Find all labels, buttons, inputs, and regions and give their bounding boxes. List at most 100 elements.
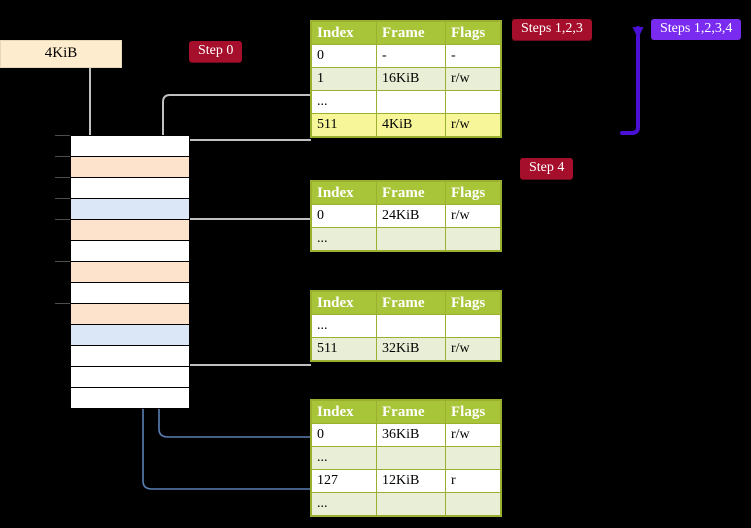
cell-frame	[376, 314, 446, 338]
wire-steps-bracket	[620, 26, 644, 135]
cell-index: 0	[311, 44, 377, 68]
cell-frame: 16KiB	[376, 67, 446, 91]
cell-flags: r/w	[445, 113, 501, 137]
wire-pml4-row1-to-memory	[162, 94, 311, 226]
cell-flags: r/w	[445, 423, 501, 447]
cell-flags: r	[445, 469, 501, 493]
column-header-index: Index	[311, 181, 377, 205]
cell-index: ...	[311, 90, 377, 114]
memory-tick	[55, 303, 70, 304]
column-header-frame: Frame	[376, 21, 446, 45]
cell-frame: 4KiB	[376, 113, 446, 137]
wire-memory-to-pml4-row511	[181, 139, 311, 156]
memory-frame-row	[70, 282, 190, 304]
badge-steps-1234: Steps 1,2,3,4	[651, 19, 742, 40]
memory-frame-row	[70, 387, 190, 409]
badge-step-4: Step 4	[520, 158, 574, 179]
cell-frame: 24KiB	[376, 204, 446, 228]
cell-index: ...	[311, 227, 377, 251]
table-row[interactable]: ...	[311, 492, 501, 516]
column-header-flags: Flags	[445, 181, 501, 205]
table-row[interactable]: 0--	[311, 44, 501, 68]
column-header-frame: Frame	[376, 291, 446, 315]
table-row[interactable]: ...	[311, 446, 501, 470]
wire-pdpt-row0-to-memory	[181, 218, 311, 264]
column-header-flags: Flags	[445, 21, 501, 45]
wire-pt-row0-to-memory	[158, 325, 311, 438]
legend-size-label: 4KiB	[44, 45, 78, 61]
memory-frame-row	[70, 324, 190, 346]
cell-index: 511	[311, 113, 377, 137]
memory-frame-row	[70, 366, 190, 388]
cell-frame	[376, 227, 446, 251]
column-header-index: Index	[311, 21, 377, 45]
cell-frame	[376, 446, 446, 470]
table-row[interactable]: ...	[311, 314, 501, 338]
cell-flags	[445, 446, 501, 470]
memory-column	[55, 135, 190, 415]
memory-tick	[55, 177, 70, 178]
cell-flags	[445, 90, 501, 114]
column-header-index: Index	[311, 400, 377, 424]
badge-step-0: Step 0	[189, 41, 243, 62]
cell-index: 0	[311, 423, 377, 447]
memory-frame-row	[70, 261, 190, 283]
column-header-frame: Frame	[376, 181, 446, 205]
table-row[interactable]: ...	[311, 227, 501, 251]
cell-flags	[445, 492, 501, 516]
column-header-flags: Flags	[445, 400, 501, 424]
cell-frame: -	[376, 44, 446, 68]
cell-index: ...	[311, 314, 377, 338]
memory-frame-row	[70, 219, 190, 241]
memory-frame-row	[70, 177, 190, 199]
column-header-flags: Flags	[445, 291, 501, 315]
cell-frame	[376, 492, 446, 516]
cell-index: 511	[311, 337, 377, 361]
table-row[interactable]: ...	[311, 90, 501, 114]
memory-frame-row	[70, 345, 190, 367]
cell-flags: r/w	[445, 204, 501, 228]
memory-tick	[55, 156, 70, 157]
cell-flags: r/w	[445, 67, 501, 91]
cell-frame: 32KiB	[376, 337, 446, 361]
memory-frame-row	[70, 156, 190, 178]
cell-index: ...	[311, 492, 377, 516]
memory-tick	[55, 219, 70, 220]
cell-index: 0	[311, 204, 377, 228]
wire-pd-row511-to-memory	[179, 288, 311, 366]
memory-frame-row	[70, 198, 190, 220]
cell-index: 127	[311, 469, 377, 493]
column-header-index: Index	[311, 291, 377, 315]
memory-tick	[55, 135, 70, 136]
column-header-frame: Frame	[376, 400, 446, 424]
cell-frame: 36KiB	[376, 423, 446, 447]
memory-tick	[55, 261, 70, 262]
cell-index: ...	[311, 446, 377, 470]
legend-size-box: 4KiB	[0, 40, 122, 68]
cell-frame: 12KiB	[376, 469, 446, 493]
badge-steps-123: Steps 1,2,3	[512, 19, 592, 40]
memory-frame-row	[70, 240, 190, 262]
wire-pt-row127-to-memory	[142, 207, 311, 490]
memory-tick	[55, 198, 70, 199]
cell-flags	[445, 227, 501, 251]
cell-flags: -	[445, 44, 501, 68]
cell-flags	[445, 314, 501, 338]
memory-frame-row	[70, 135, 190, 157]
memory-frame-row	[70, 303, 190, 325]
